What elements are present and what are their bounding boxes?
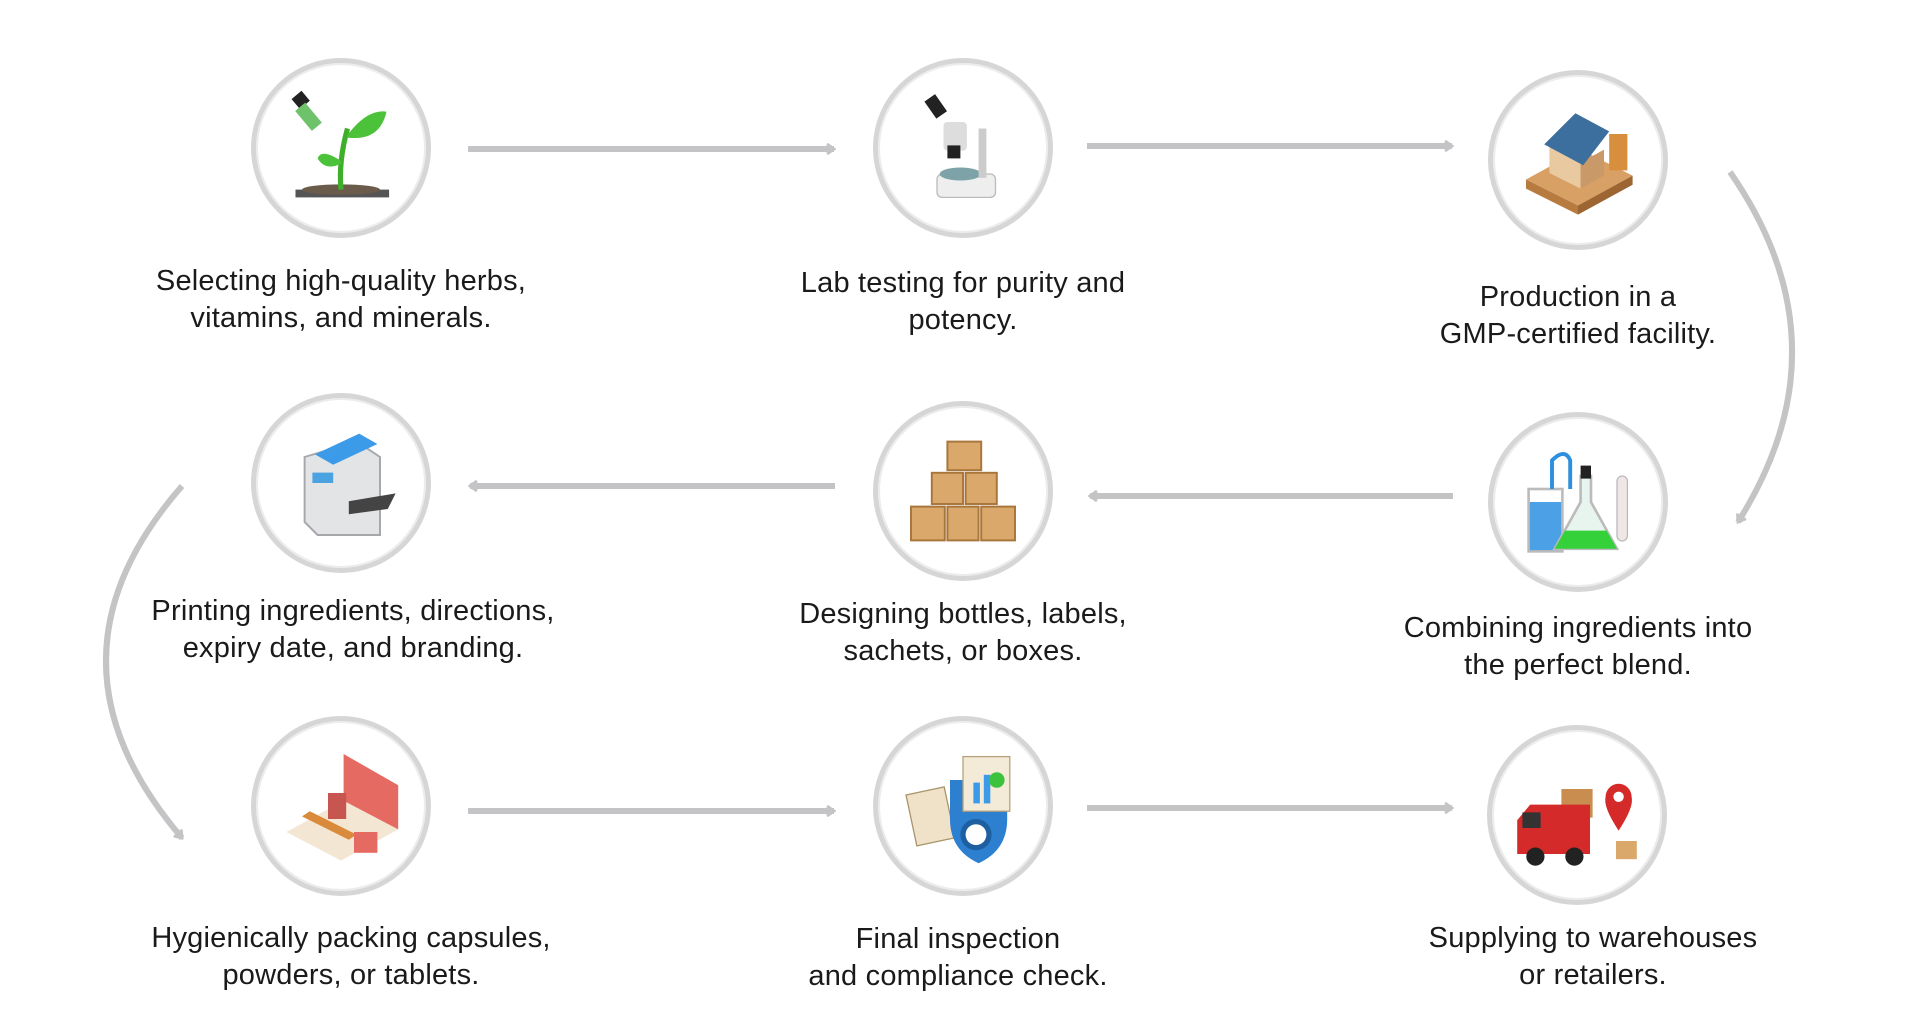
microscope-icon xyxy=(924,94,997,199)
delivery-truck-icon xyxy=(1517,783,1637,866)
step-3-node xyxy=(1488,70,1668,250)
step-9-node xyxy=(1487,725,1667,905)
label-line: potency. xyxy=(908,304,1018,336)
step-8-node xyxy=(873,716,1053,896)
label-line: Combining ingredients into xyxy=(1403,612,1753,644)
step-3-label: Production in a GMP-certified facility. xyxy=(1318,279,1838,353)
label-line: expiry date, and branding. xyxy=(182,632,524,664)
arrow-step6-to-step7 xyxy=(103,484,185,838)
step-8-label: Final inspection and compliance check. xyxy=(698,921,1218,995)
label-line: powders, or tablets. xyxy=(222,959,480,991)
packing-line-icon xyxy=(286,754,399,861)
cardboard-boxes-icon xyxy=(910,440,1016,542)
label-line: Supplying to warehouses xyxy=(1428,922,1758,954)
step-1-node xyxy=(251,58,431,238)
arrow-step3-to-step4 xyxy=(1727,170,1795,522)
factory-warehouse-icon xyxy=(1526,113,1633,215)
step-9-label: Supplying to warehouses or retailers. xyxy=(1333,920,1853,994)
label-line: Lab testing for purity and xyxy=(800,267,1126,299)
step-5-node xyxy=(873,401,1053,581)
label-line: the perfect blend. xyxy=(1464,649,1692,681)
label-line: GMP-certified facility. xyxy=(1439,318,1717,350)
qc-report-shield-icon xyxy=(905,755,1011,864)
step-4-node xyxy=(1488,412,1668,592)
label-line: Production in a xyxy=(1479,281,1677,313)
label-line: sachets, or boxes. xyxy=(843,635,1083,667)
step-6-label: Printing ingredients, directions, expiry … xyxy=(93,593,613,667)
label-line: Selecting high-quality herbs, xyxy=(155,265,527,297)
printer-icon xyxy=(303,433,396,536)
label-line: and compliance check. xyxy=(808,960,1108,992)
label-line: Hygienically packing capsules, xyxy=(151,922,551,954)
plant-dropper-icon xyxy=(291,90,390,198)
step-4-label: Combining ingredients into the perfect bl… xyxy=(1318,610,1838,684)
label-line: or retailers. xyxy=(1519,959,1667,991)
step-6-node xyxy=(251,393,431,573)
step-7-node xyxy=(251,716,431,896)
label-line: vitamins, and minerals. xyxy=(190,302,492,334)
step-1-label: Selecting high-quality herbs, vitamins, a… xyxy=(81,263,601,337)
label-line: Printing ingredients, directions, xyxy=(151,595,555,627)
lab-flask-icon xyxy=(1527,451,1629,553)
label-line: Final inspection xyxy=(855,923,1061,955)
step-7-label: Hygienically packing capsules, powders, o… xyxy=(91,920,611,994)
step-2-label: Lab testing for purity and potency. xyxy=(703,265,1223,339)
step-5-label: Designing bottles, labels, sachets, or bo… xyxy=(703,596,1223,670)
step-2-node xyxy=(873,58,1053,238)
label-line: Designing bottles, labels, xyxy=(799,598,1127,630)
